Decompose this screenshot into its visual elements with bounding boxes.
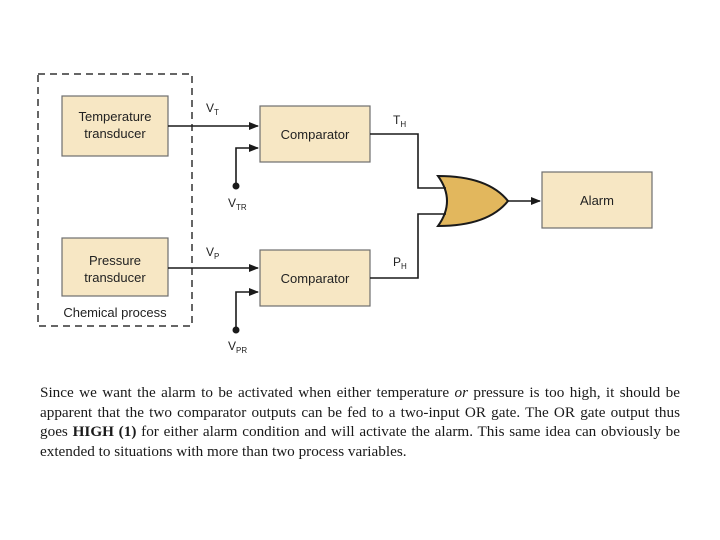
- caption-paragraph: Since we want the alarm to be activated …: [40, 383, 680, 461]
- vt-label: VT: [206, 101, 219, 117]
- vtr-label: VTR: [228, 196, 247, 212]
- alarm-label: Alarm: [580, 193, 614, 208]
- caption-part-2: pressure is too high, it should be appar…: [40, 384, 681, 440]
- vpr-terminal: [232, 326, 240, 334]
- alarm-block: [541, 171, 653, 229]
- pressure-transducer-block: [61, 237, 169, 297]
- vtr-wire: [235, 144, 259, 186]
- caption-part-3: for either alarm condition and will acti…: [40, 423, 681, 460]
- temperature-transducer-label-1: Temperature: [79, 109, 152, 124]
- or-gate-symbol: [436, 174, 510, 228]
- vp-label: VP: [206, 245, 219, 261]
- chemical-process-boundary: [37, 73, 193, 327]
- chemical-process-label: Chemical process: [63, 305, 167, 320]
- vtr-terminal: [232, 182, 240, 190]
- caption-part-1: Since we want the alarm to be activated …: [40, 384, 455, 401]
- temperature-transducer-label-2: transducer: [84, 126, 146, 141]
- ph-wire: [370, 213, 446, 279]
- caption-high-emphasis: HIGH (1): [72, 423, 137, 440]
- comparator-2-block: [259, 249, 371, 307]
- comparator-1-label: Comparator: [281, 127, 350, 142]
- process-label-bg: [52, 303, 178, 321]
- pressure-transducer-label-2: transducer: [84, 270, 146, 285]
- ph-label: PH: [393, 255, 407, 271]
- comparator-1-block: [259, 105, 371, 163]
- comparator-2-label: Comparator: [281, 271, 350, 286]
- th-wire: [370, 133, 446, 189]
- process-alarm-diagram: Chemical process Temperature transducer …: [37, 73, 653, 355]
- temperature-transducer-block: [61, 95, 169, 157]
- pressure-transducer-label-1: Pressure: [89, 253, 141, 268]
- vpr-label: VPR: [228, 339, 247, 355]
- vpr-wire: [235, 288, 259, 330]
- th-label: TH: [393, 113, 406, 129]
- caption-or-emphasis: or: [454, 384, 468, 401]
